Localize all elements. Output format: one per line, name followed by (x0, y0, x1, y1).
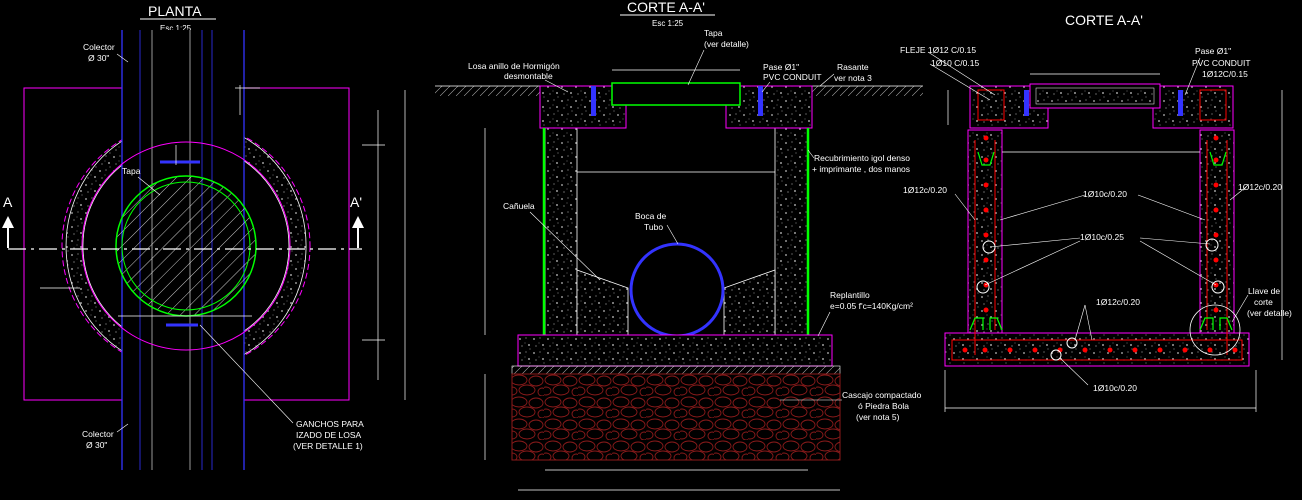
corte1-replantillo-2: e=0.05 f'c=140Kg/cm² (830, 301, 913, 311)
corte2-marker-4 (1211, 280, 1225, 294)
corte1-recub-1: Recubrimiento igol denso (814, 153, 910, 163)
corte1-tapa (611, 82, 741, 106)
corte2-marker-3 (1205, 238, 1219, 252)
planta-tapa-label: Tapa (122, 166, 141, 176)
corte1-replantillo-1: Replantillo (830, 290, 870, 300)
corte1-pipe (629, 242, 725, 338)
corte2-llave-3: (ver detalle) (1247, 308, 1292, 318)
corte1-boca-1: Boca de (635, 211, 666, 221)
corte2-marker-5 (1066, 337, 1078, 349)
corte1-canuela-label: Cañuela (503, 201, 535, 211)
corte2-pase-2: PVC CONDUIT (1192, 58, 1251, 68)
corte1-view: CORTE A-A' Esc 1:25 (435, 0, 923, 491)
corte2-tapa-fill (1035, 87, 1155, 105)
corte1-cascajo-3: (ver nota 5) (856, 412, 900, 422)
corte2-llave-detail-circle (1189, 304, 1241, 356)
corte2-key-right (1199, 317, 1233, 331)
corte1-rasante-2: ver nota 3 (834, 73, 872, 83)
corte2-mid-bar-1: 1Ø10c/0.20 (1083, 189, 1127, 199)
planta-title: PLANTA (148, 3, 202, 19)
planta-colector-top-leader (116, 53, 129, 63)
corte2-pase-left (1024, 90, 1029, 116)
corte1-tapa-1: Tapa (704, 28, 723, 38)
corte2-key-top-left (977, 151, 995, 166)
corte1-ground-right (808, 86, 923, 96)
corte1-cascajo-1: Cascajo compactado (842, 390, 922, 400)
corte2-right-bar: 1Ø12c/0.20 (1238, 182, 1282, 192)
planta-tapa-leader (137, 176, 161, 196)
corte1-pase-left (591, 86, 596, 116)
corte2-left-bar: 1Ø12c/0.20 (903, 185, 947, 195)
section-a-right: A' (350, 194, 362, 210)
corte2-view: CORTE A-A' (900, 12, 1292, 412)
corte1-title: CORTE A-A' (627, 0, 705, 15)
corte2-llave-1: Llave de (1248, 286, 1280, 296)
corte2-slab-rebar-left (977, 89, 1005, 121)
corte1-losa-2: desmontable (504, 71, 553, 81)
corte2-top-bar: 1Ø10 C/0.15 (931, 58, 979, 68)
corte2-llave-2: corte (1254, 297, 1273, 307)
corte2-slab-right (1152, 85, 1234, 129)
corte2-marker-6 (1050, 349, 1062, 361)
corte2-title: CORTE A-A' (1065, 12, 1143, 28)
corte2-rebar-dots (962, 135, 1238, 353)
planta-tapa (115, 175, 257, 317)
corte1-pase-2: PVC CONDUIT (763, 72, 822, 82)
corte2-fleje: FLEJE 1Ø12 C/0.15 (900, 45, 976, 55)
corte2-box (967, 129, 1235, 363)
corte2-key-top-right (1209, 151, 1227, 166)
corte1-cascajo-2: ó Piedra Bola (858, 401, 909, 411)
corte1-replantillo (517, 334, 833, 367)
corte2-mid-bar-2: 1Ø10c/0.25 (1080, 232, 1124, 242)
corte1-losa-leader (544, 79, 569, 93)
corte1-cascajo (511, 373, 841, 461)
planta-scale: Esc 1:25 (160, 24, 192, 33)
section-a-left: A (3, 194, 13, 210)
corte1-boca-leader (666, 224, 679, 245)
corte1-pase-right (758, 86, 763, 116)
planta-tapa-inner (121, 181, 251, 311)
corte2-key-left (969, 317, 1003, 331)
corte1-sub-layer (511, 365, 841, 375)
corte2-bottom-bar-1: 1Ø12c/0.20 (1096, 297, 1140, 307)
corte1-pase-leader (761, 81, 771, 93)
corte1-scale: Esc 1:25 (652, 19, 684, 28)
corte1-replantillo-leader (817, 311, 831, 337)
corte1-rasante-leader (819, 73, 835, 87)
corte2-marker-2 (976, 280, 990, 294)
corte2-slab-rebar-right (1199, 89, 1227, 121)
planta-colector-top-1: Colector (83, 42, 115, 52)
corte1-recub-leader (807, 149, 815, 159)
corte2-leaders (927, 51, 1249, 386)
corte1-recub-2: + imprimante , dos manos (812, 164, 910, 174)
planta-inner-circle (81, 141, 291, 351)
planta-ganchos-1: GANCHOS PARA (296, 419, 364, 429)
corte2-bottom-bar-2: 1Ø10c/0.20 (1093, 383, 1137, 393)
corte2-marker-1 (982, 240, 996, 254)
corte1-canuela-leader (529, 211, 601, 281)
corte1-boca-2: Tubo (644, 222, 663, 232)
corte2-pase-right (1178, 90, 1183, 116)
planta-colector-bottom-leader (116, 423, 129, 433)
corte1-rasante-1: Rasante (837, 62, 869, 72)
corte1-pase-1: Pase Ø1" (763, 62, 799, 72)
corte1-ground-left (435, 86, 543, 96)
planta-ganchos-3: (VER DETALLE 1) (293, 441, 363, 451)
planta-colector-top-2: Ø 30" (88, 53, 109, 63)
planta-colector-bottom-1: Colector (82, 429, 114, 439)
planta-ganchos-leader (199, 324, 294, 424)
planta-ganchos-2: IZADO DE LOSA (296, 430, 362, 440)
corte2-pase-3: 1Ø12C/0.15 (1202, 69, 1248, 79)
planta-view: PLANTA Esc 1:25 A A' (1, 3, 406, 470)
corte1-tapa-leader (687, 49, 705, 86)
planta-colector-bottom-2: Ø 30" (86, 440, 107, 450)
corte2-base-rebar (951, 339, 1243, 361)
corte1-losa-1: Losa anillo de Hormigón (468, 61, 560, 71)
corte1-tapa-2: (ver detalle) (704, 39, 749, 49)
corte2-base (944, 332, 1250, 367)
corte2-pase-1: Pase Ø1" (1195, 46, 1231, 56)
